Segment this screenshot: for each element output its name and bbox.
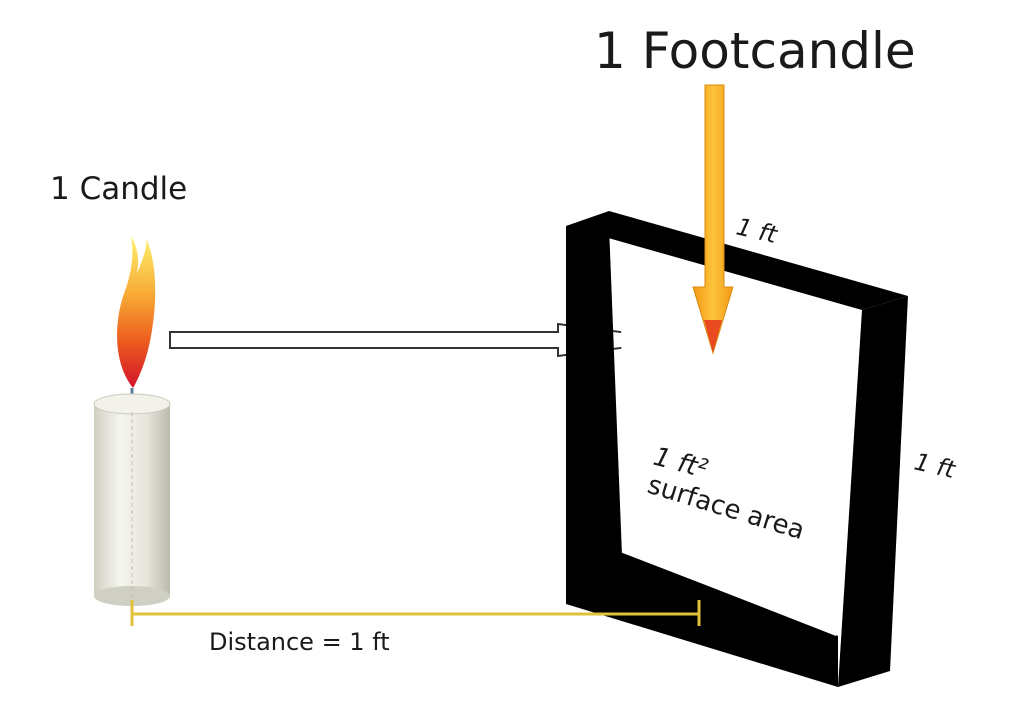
candle-label: 1 Candle bbox=[50, 171, 187, 207]
side-edge-label: 1 ft bbox=[912, 448, 960, 485]
candle-flame bbox=[117, 236, 156, 388]
title: 1 Footcandle bbox=[594, 22, 916, 80]
frame-inner-face bbox=[620, 246, 858, 636]
distance-dimension bbox=[130, 600, 701, 626]
surface-frame bbox=[566, 211, 908, 687]
candle bbox=[93, 236, 171, 606]
frame-bottom-bar bbox=[566, 552, 838, 687]
light-arrow-horizontal bbox=[169, 322, 684, 358]
frame-top-bar bbox=[566, 211, 908, 310]
frame-left-bar bbox=[566, 226, 624, 606]
top-edge-label: 1 ft bbox=[734, 213, 782, 250]
footcandle-arrow bbox=[692, 84, 734, 355]
candle-top bbox=[93, 393, 171, 415]
distance-label: Distance = 1 ft bbox=[209, 628, 390, 656]
footcandle-arrow-tip bbox=[704, 320, 722, 353]
frame-right-bar bbox=[838, 296, 908, 687]
